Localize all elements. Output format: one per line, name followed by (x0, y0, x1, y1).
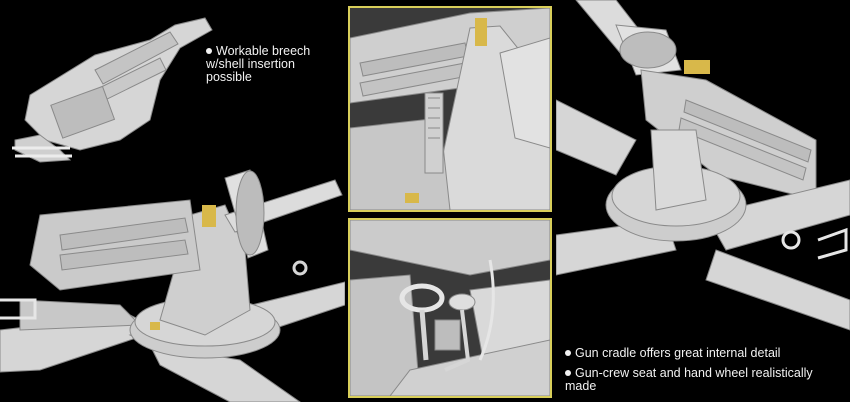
seat-handwheel-render (350, 220, 550, 396)
caption-cradle: Gun cradle offers great internal detail (565, 347, 845, 360)
right-render-panel (556, 0, 850, 402)
left-render-panel (0, 0, 345, 402)
gun-render-right (556, 0, 850, 331)
cradle-detail-render (350, 8, 550, 210)
inset-seat-handwheel (348, 218, 552, 398)
inset-cradle-detail (348, 6, 552, 212)
caption-breech: Workable breech w/shell insertion possib… (206, 44, 311, 84)
gun-render-left (0, 17, 345, 402)
gun-carriage (0, 169, 345, 402)
breech-assembly (12, 17, 213, 163)
bullet-icon (206, 48, 212, 54)
caption-seat: Gun-crew seat and hand wheel realistical… (565, 366, 813, 393)
bullet-icon (565, 350, 571, 356)
bullet-icon (565, 370, 571, 376)
